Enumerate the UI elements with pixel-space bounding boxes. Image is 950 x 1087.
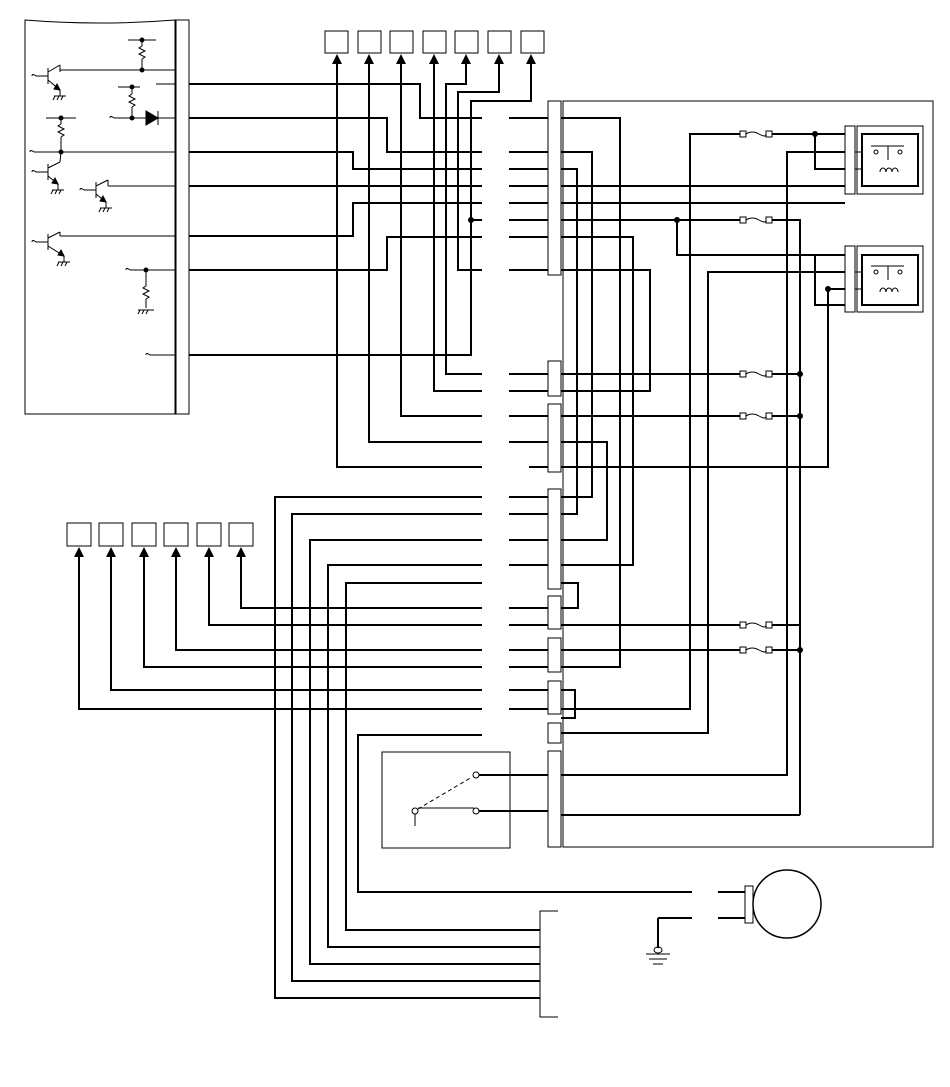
arrow-icon	[171, 547, 181, 557]
arrow-icon	[396, 54, 406, 64]
transistor-icon	[31, 161, 64, 195]
switch-icon	[381, 751, 548, 849]
module-connector-strip	[175, 19, 190, 415]
terminal-block-icon	[547, 637, 562, 673]
terminal-block-icon	[357, 30, 382, 54]
arrow-icon	[332, 54, 342, 64]
terminal-block-icon	[98, 522, 124, 547]
terminal-block-icon	[520, 30, 545, 54]
left-terminal-blocks	[66, 522, 254, 547]
module-internal-wires	[59, 65, 175, 356]
terminal-block-icon	[389, 30, 414, 54]
top-arrows	[332, 54, 536, 64]
motor-icon	[718, 869, 822, 939]
terminal-block-icon	[324, 30, 349, 54]
arrow-icon	[139, 547, 149, 557]
arrow-icon	[364, 54, 374, 64]
arrow-icon	[74, 547, 84, 557]
bottom-connector	[539, 910, 558, 1018]
relay-contact-icon	[861, 254, 919, 306]
connector-blocks	[547, 100, 562, 848]
terminal-block-icon	[547, 488, 562, 590]
resistor-icon	[118, 84, 140, 118]
arrow-icon	[429, 54, 439, 64]
arrow-icon	[204, 547, 214, 557]
wiring-harness	[78, 64, 845, 999]
right-panel-outline	[562, 100, 934, 848]
top-terminal-blocks	[324, 30, 545, 54]
transistor-icon	[31, 64, 66, 101]
fuse-icon	[739, 216, 773, 224]
resistor-icon	[59, 37, 175, 73]
diode-icon	[109, 110, 175, 126]
terminal-block-icon	[547, 595, 562, 630]
transistor-icon	[79, 179, 112, 213]
relay-coil-icon	[879, 167, 899, 173]
arrow-icon	[494, 54, 504, 64]
fuse-icon	[739, 130, 773, 138]
terminal-block-icon	[547, 100, 562, 276]
transistor-icon	[31, 231, 70, 267]
terminal-block-icon	[66, 522, 92, 547]
left-arrows	[74, 547, 246, 557]
ground-icon	[646, 946, 670, 965]
terminal-block-icon	[196, 522, 222, 547]
terminal-block-icon	[454, 30, 479, 54]
fuses	[739, 130, 773, 654]
terminal-block-icon	[547, 750, 562, 848]
terminal-block-icon	[547, 680, 562, 715]
junction-dots	[468, 131, 831, 653]
terminal-block-icon	[547, 360, 562, 397]
terminal-block-icon	[131, 522, 157, 547]
fuse-icon	[739, 646, 773, 654]
relay-1	[844, 125, 924, 195]
fuse-icon	[739, 412, 773, 420]
terminal-block-icon	[547, 403, 562, 473]
terminal-block-icon	[163, 522, 189, 547]
terminal-block-icon	[228, 522, 254, 547]
control-module	[24, 19, 190, 415]
arrow-icon	[106, 547, 116, 557]
fuse-icon	[739, 621, 773, 629]
arrow-icon	[236, 547, 246, 557]
arrow-icon	[461, 54, 471, 64]
terminal-block-icon	[547, 722, 562, 744]
relay-2	[844, 245, 924, 313]
fuse-icon	[739, 370, 773, 378]
terminal-block-icon	[487, 30, 512, 54]
arrow-icon	[526, 54, 536, 64]
relay-contact-icon	[861, 133, 919, 187]
module-outline	[24, 19, 176, 415]
relay-coil-icon	[879, 287, 899, 293]
resistor-icon	[29, 115, 175, 155]
terminal-block-icon	[422, 30, 447, 54]
resistor-icon	[125, 267, 175, 315]
